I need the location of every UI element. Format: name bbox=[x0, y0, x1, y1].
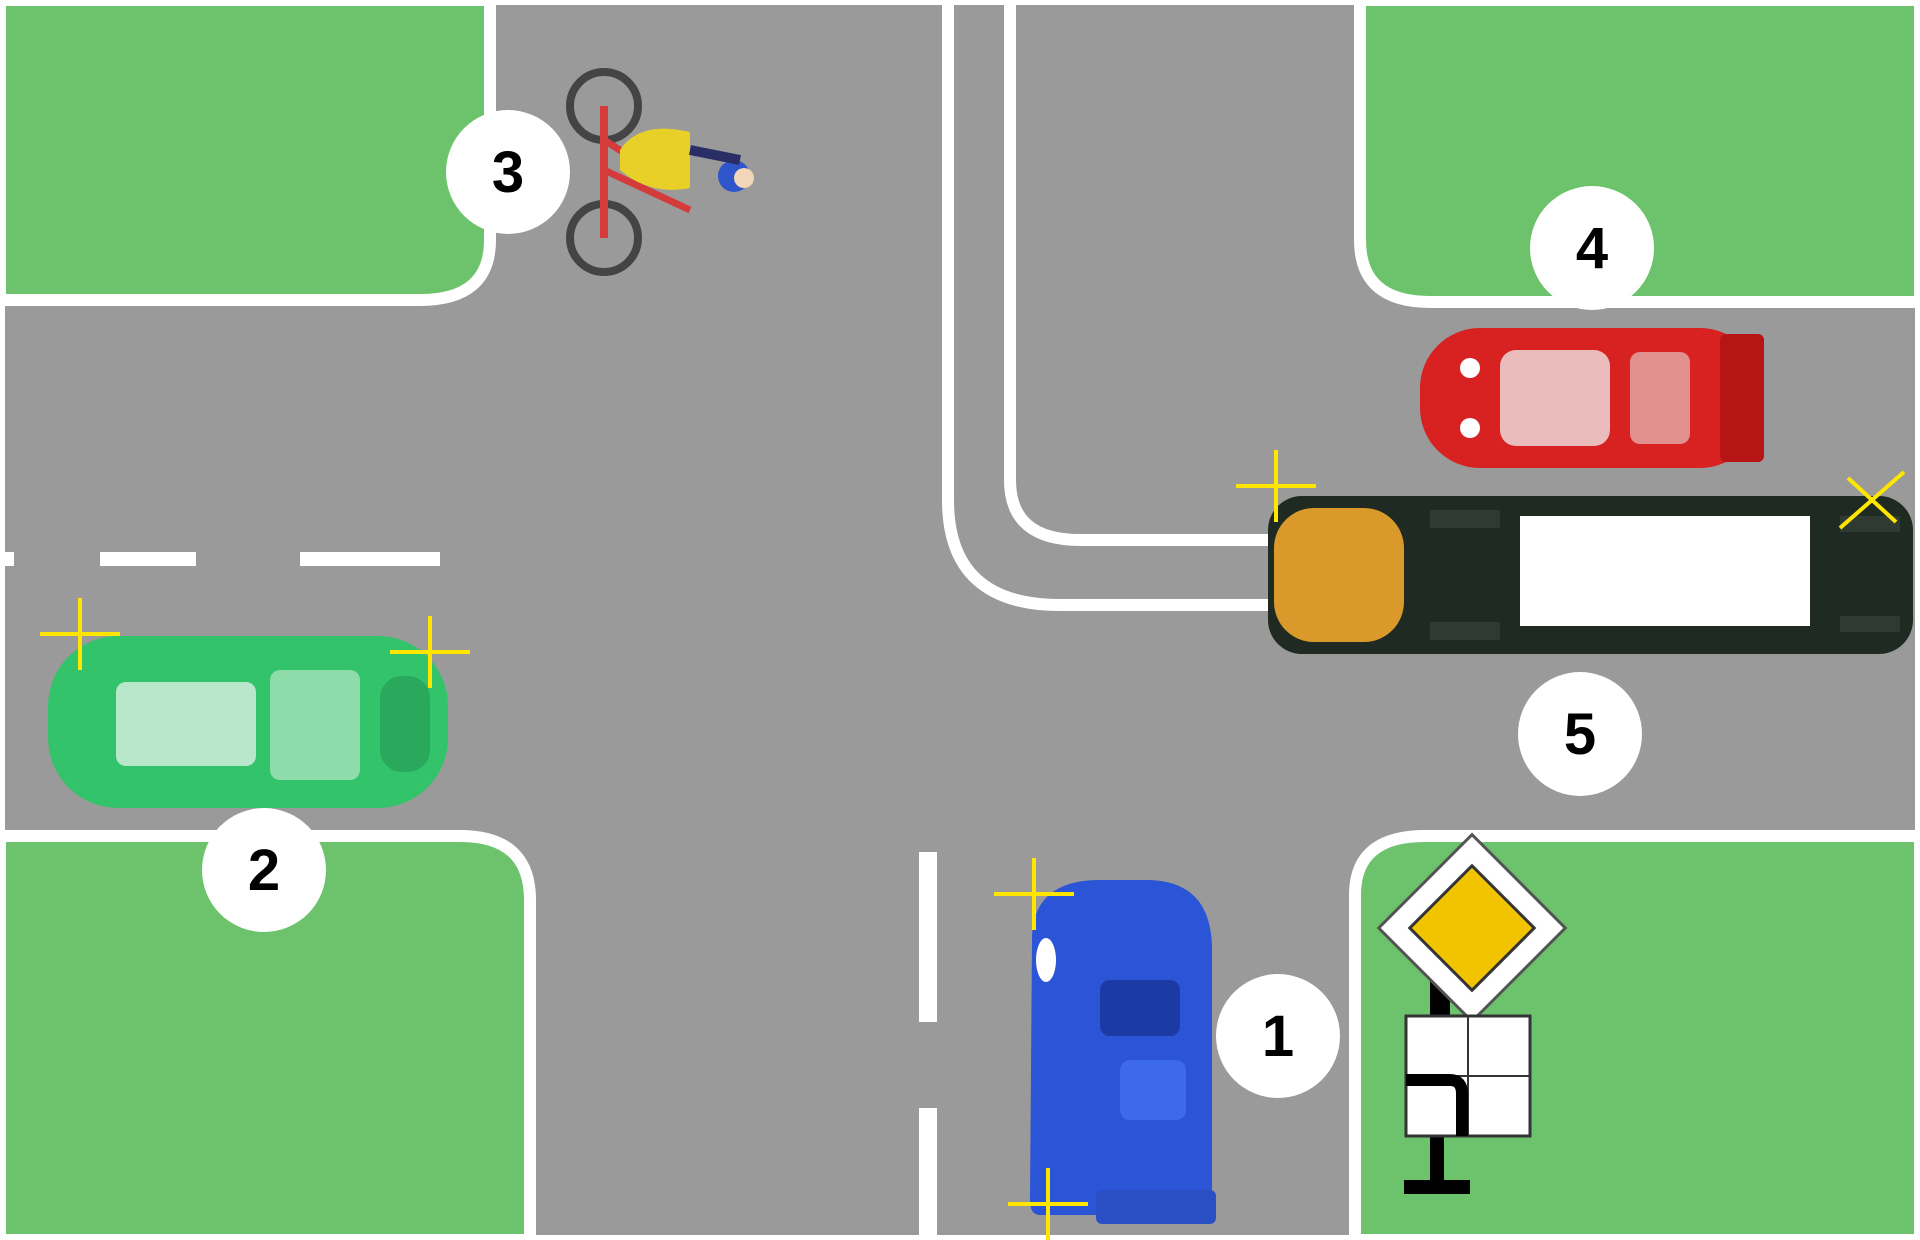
bus-icon bbox=[1268, 496, 1913, 654]
svg-text:1: 1 bbox=[1262, 1004, 1294, 1069]
marker-2: 2 bbox=[202, 808, 326, 932]
main-road-direction-plate-icon bbox=[1404, 1014, 1532, 1138]
marker-4: 4 bbox=[1530, 186, 1654, 310]
road-divider-line-inner bbox=[1004, 0, 1270, 546]
svg-text:5: 5 bbox=[1564, 702, 1596, 767]
lane-marking-bottom bbox=[919, 852, 937, 1240]
marker-1: 1 bbox=[1216, 974, 1340, 1098]
grass-top-right bbox=[1354, 0, 1920, 308]
turn-signal-icon bbox=[40, 450, 1906, 1240]
road-divider-line-outer bbox=[942, 0, 1270, 611]
dashed-lane-marking-left bbox=[0, 552, 440, 566]
svg-text:2: 2 bbox=[248, 838, 280, 903]
main-road-sign-icon bbox=[1376, 832, 1568, 1194]
cyclist-icon bbox=[566, 68, 754, 276]
svg-text:3: 3 bbox=[492, 140, 524, 205]
grass-top-left bbox=[0, 0, 496, 306]
marker-3: 3 bbox=[446, 110, 570, 234]
green-car-icon bbox=[48, 636, 448, 808]
blue-car-icon bbox=[1030, 880, 1216, 1224]
svg-text:4: 4 bbox=[1576, 216, 1608, 281]
red-car-icon bbox=[1420, 328, 1764, 468]
grass-bottom-left bbox=[0, 830, 536, 1240]
marker-5: 5 bbox=[1518, 672, 1642, 796]
